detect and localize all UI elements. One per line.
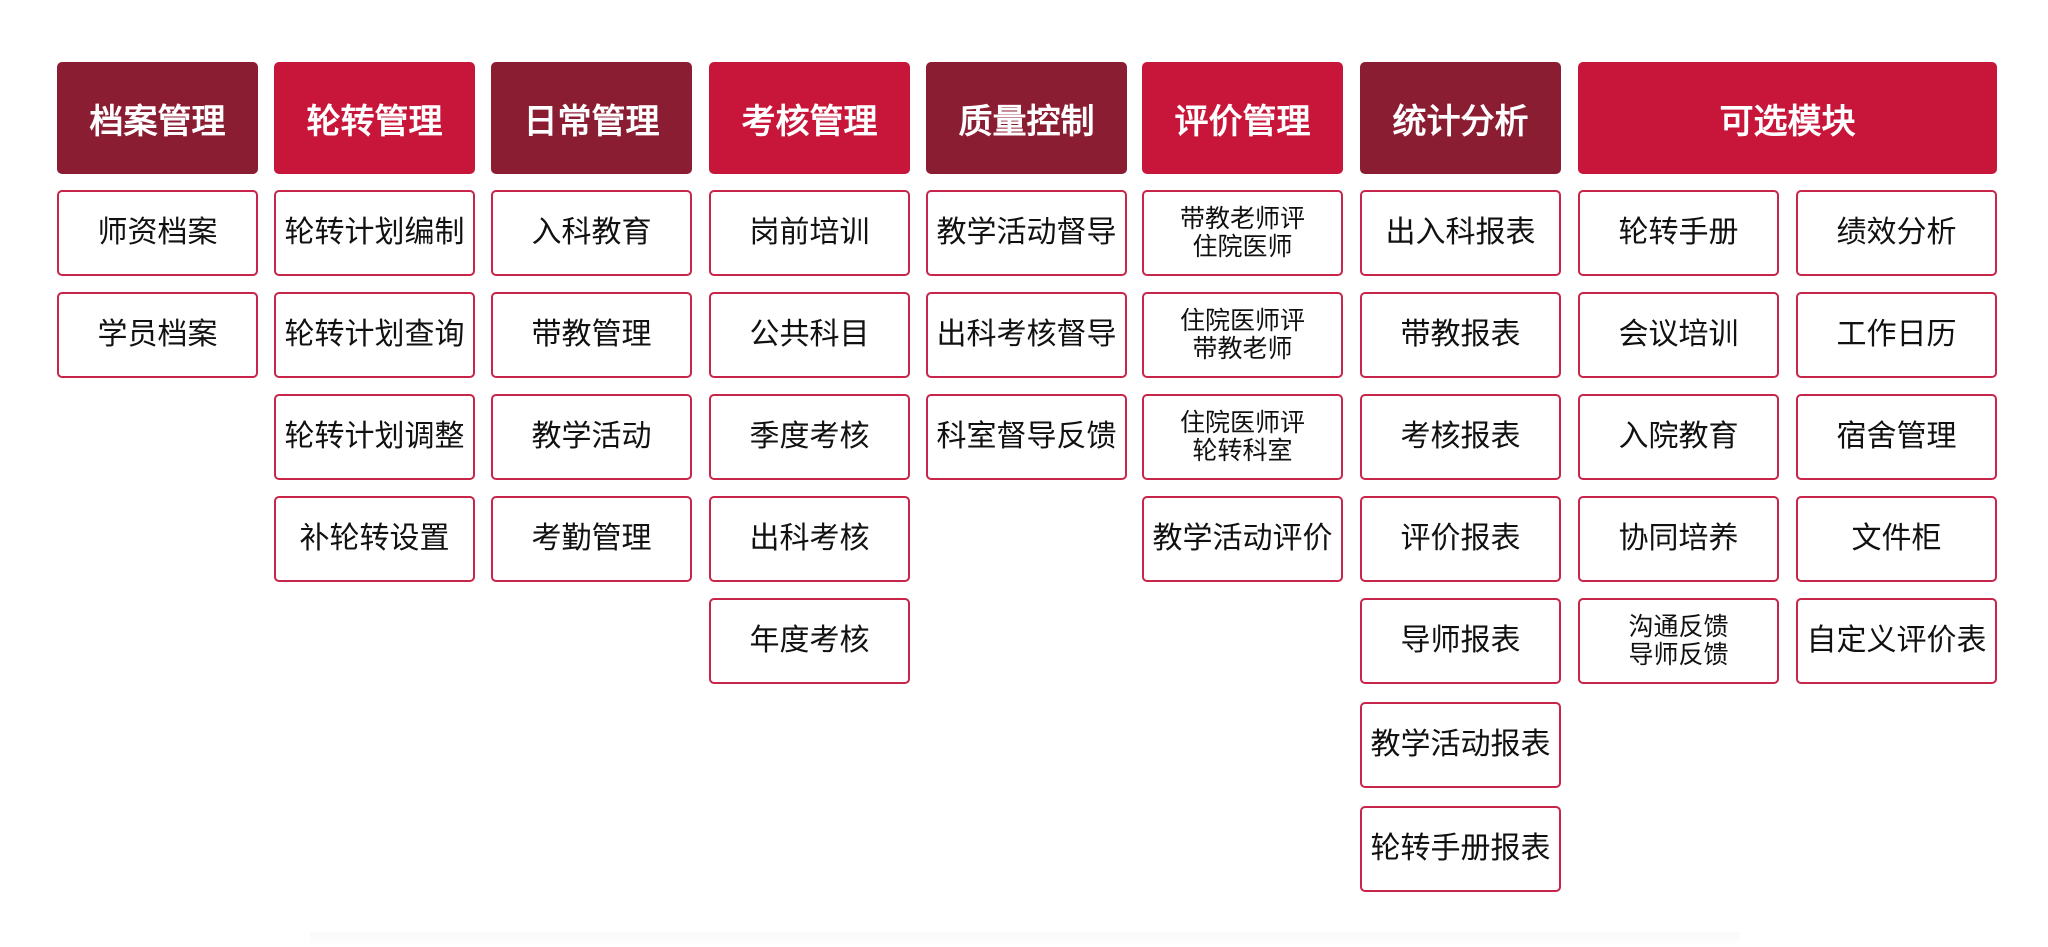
footer-shadow — [310, 932, 1740, 947]
module-item: 公共科目 — [709, 292, 910, 378]
module-item: 住院医师评 轮转科室 — [1142, 394, 1343, 480]
module-header: 日常管理 — [491, 62, 692, 174]
module-item: 年度考核 — [709, 598, 910, 684]
module-item: 住院医师评 带教老师 — [1142, 292, 1343, 378]
module-item: 考勤管理 — [491, 496, 692, 582]
module-item: 轮转计划编制 — [274, 190, 475, 276]
module-item: 学员档案 — [57, 292, 258, 378]
module-item: 出科考核 — [709, 496, 910, 582]
module-item: 轮转计划调整 — [274, 394, 475, 480]
module-item: 沟通反馈 导师反馈 — [1578, 598, 1779, 684]
module-item: 入院教育 — [1578, 394, 1779, 480]
module-item: 带教报表 — [1360, 292, 1561, 378]
module-item: 教学活动评价 — [1142, 496, 1343, 582]
module-header: 轮转管理 — [274, 62, 475, 174]
module-header: 评价管理 — [1142, 62, 1343, 174]
module-item: 教学活动报表 — [1360, 702, 1561, 788]
module-item: 文件柜 — [1796, 496, 1997, 582]
module-item: 轮转计划查询 — [274, 292, 475, 378]
module-item: 入科教育 — [491, 190, 692, 276]
module-item: 自定义评价表 — [1796, 598, 1997, 684]
module-item: 考核报表 — [1360, 394, 1561, 480]
module-item: 带教管理 — [491, 292, 692, 378]
module-item: 岗前培训 — [709, 190, 910, 276]
module-item: 宿舍管理 — [1796, 394, 1997, 480]
module-item: 带教老师评 住院医师 — [1142, 190, 1343, 276]
module-header: 统计分析 — [1360, 62, 1561, 174]
module-item: 科室督导反馈 — [926, 394, 1127, 480]
module-item: 工作日历 — [1796, 292, 1997, 378]
module-item: 协同培养 — [1578, 496, 1779, 582]
module-item: 绩效分析 — [1796, 190, 1997, 276]
module-item: 出科考核督导 — [926, 292, 1127, 378]
module-item: 导师报表 — [1360, 598, 1561, 684]
module-item: 轮转手册 — [1578, 190, 1779, 276]
module-item: 出入科报表 — [1360, 190, 1561, 276]
module-header: 考核管理 — [709, 62, 910, 174]
module-header: 档案管理 — [57, 62, 258, 174]
module-item: 教学活动督导 — [926, 190, 1127, 276]
module-header: 质量控制 — [926, 62, 1127, 174]
module-item: 轮转手册报表 — [1360, 806, 1561, 892]
module-header: 可选模块 — [1578, 62, 1997, 174]
module-item: 教学活动 — [491, 394, 692, 480]
module-item: 评价报表 — [1360, 496, 1561, 582]
module-item: 季度考核 — [709, 394, 910, 480]
module-item: 会议培训 — [1578, 292, 1779, 378]
module-item: 补轮转设置 — [274, 496, 475, 582]
module-item: 师资档案 — [57, 190, 258, 276]
